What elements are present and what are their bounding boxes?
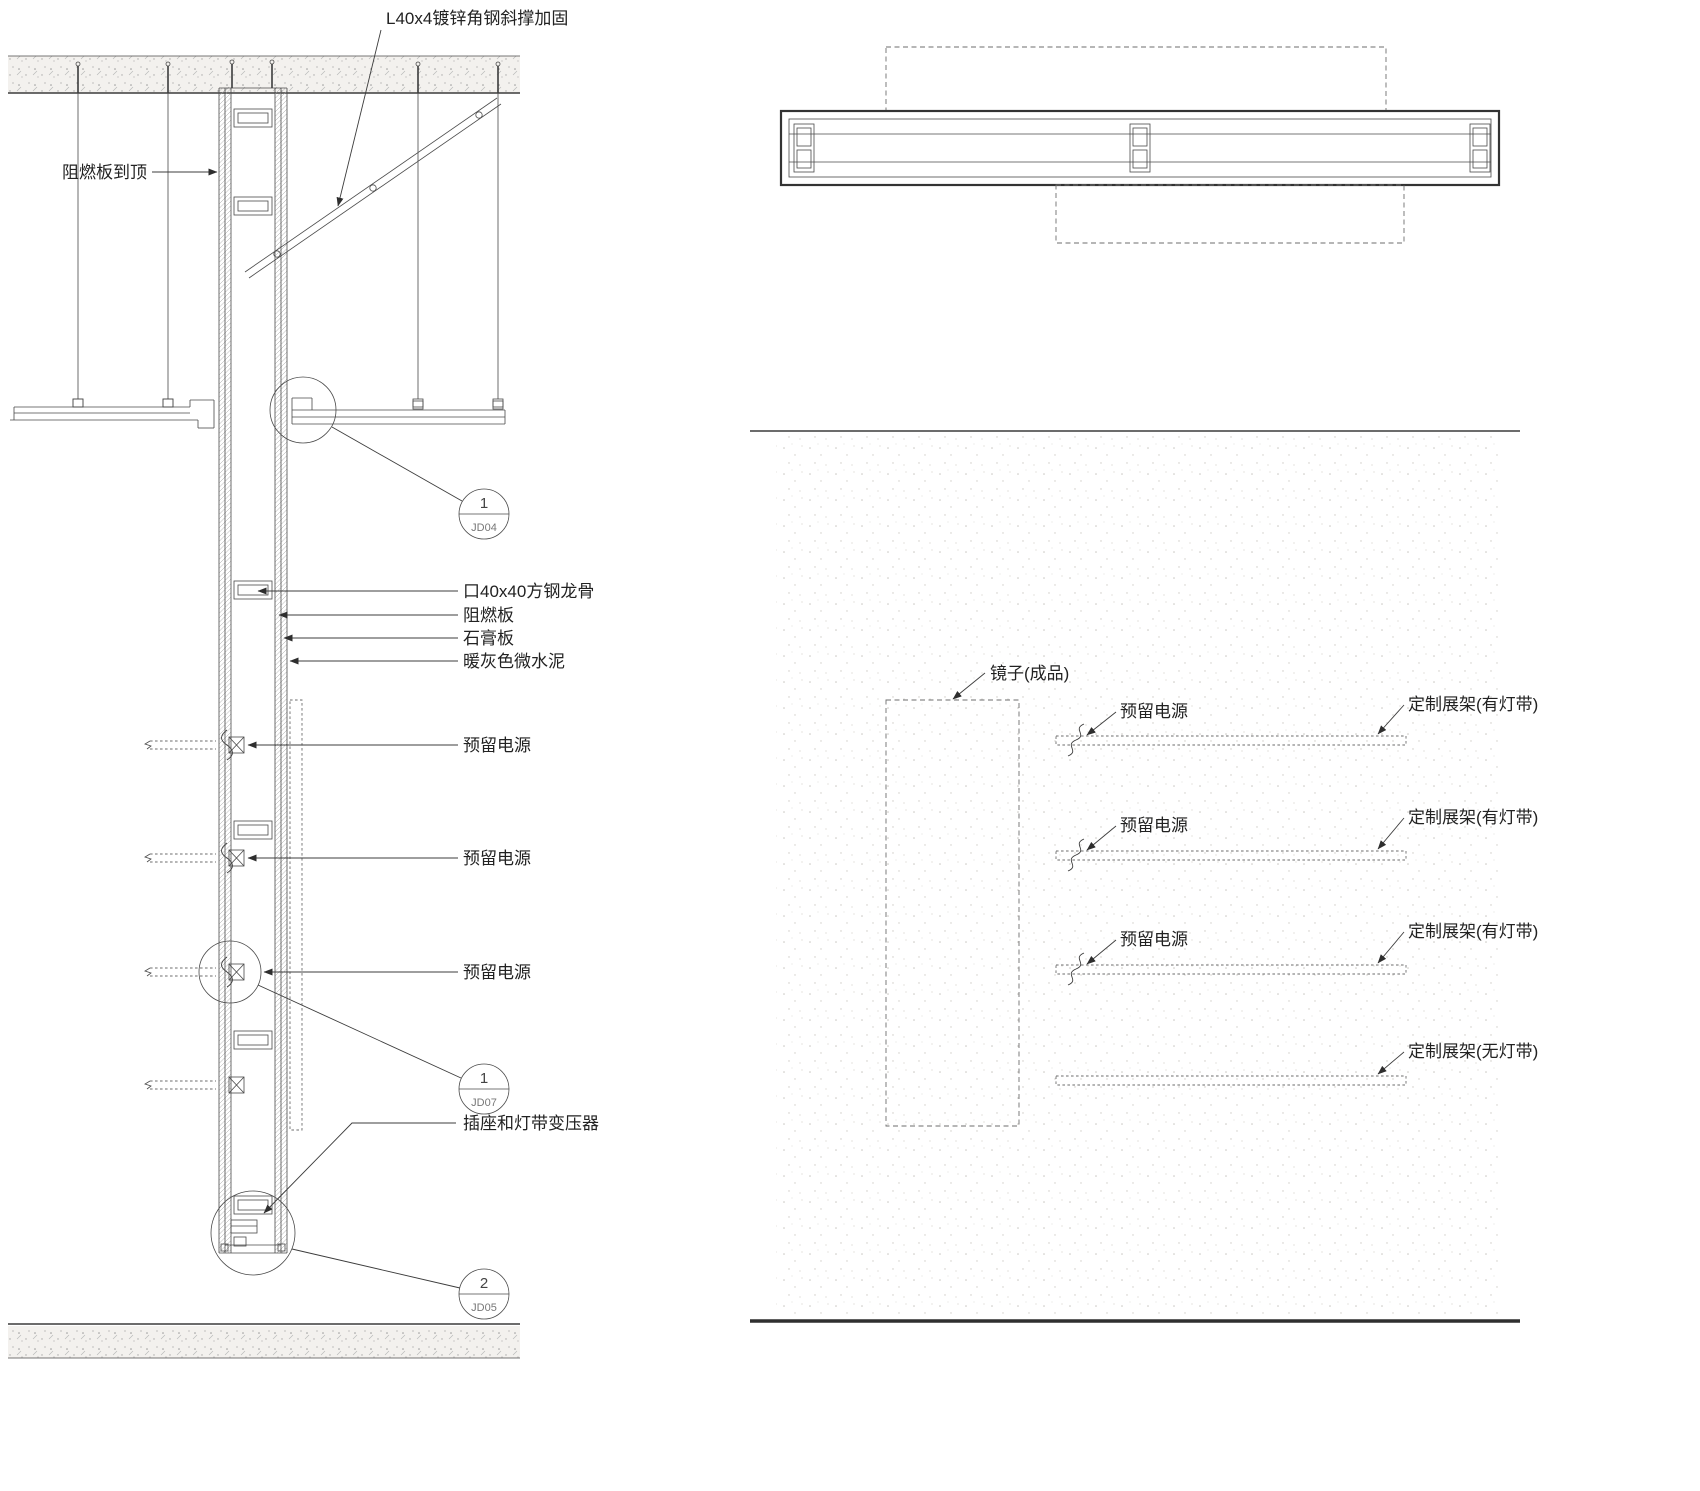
diagonal-brace (244, 97, 502, 279)
wall-face-stipple (776, 433, 1500, 1320)
display-shelf-2 (1055, 838, 1407, 872)
label-shelf-led-1: 定制展架(有灯带) (1408, 695, 1538, 714)
label-shelf-led-2: 定制展架(有灯带) (1408, 808, 1538, 827)
detail-circle-ceiling-joint (269, 376, 463, 502)
detail-callout-jd05: 2 JD05 (458, 1268, 510, 1320)
elevation-labels: 镜子(成品) 预留电源 预留电源 预留电源 定制展架(有灯带) 定制展架(有灯带… (952, 664, 1538, 1075)
section-labels: L40x4镀锌角钢斜撑加固 阻燃板到顶 口40x40方钢龙骨 阻燃板 石膏板 暖… (62, 9, 599, 1214)
display-shelf-1 (1055, 723, 1407, 757)
detail-circle-outlet (198, 940, 462, 1079)
label-power-2: 预留电源 (463, 849, 531, 868)
label-elev-power-3: 预留电源 (1120, 930, 1188, 949)
label-gypsum-board: 石膏板 (463, 628, 514, 648)
plan-view (779, 46, 1501, 244)
section-view: 1 JD04 1 JD07 (8, 9, 599, 1359)
detail-callout-jd07: 1 JD07 (458, 1063, 510, 1115)
elevation-view: 镜子(成品) 预留电源 预留电源 预留电源 定制展架(有灯带) 定制展架(有灯带… (750, 430, 1538, 1323)
plan-wall-outline (779, 109, 1501, 187)
steel-keel-sections (233, 108, 273, 1215)
plan-keel-block-left (793, 123, 815, 173)
label-elev-power-2: 预留电源 (1120, 816, 1188, 835)
callout-jd07-ref: JD07 (471, 1097, 497, 1109)
label-mirror: 镜子(成品) (990, 664, 1069, 683)
label-socket-transformer: 插座和灯带变压器 (463, 1114, 599, 1133)
label-micro-cement: 暖灰色微水泥 (463, 652, 565, 671)
plan-dashed-zone-upper (885, 46, 1387, 112)
label-shelf-led-3: 定制展架(有灯带) (1408, 922, 1538, 941)
label-power-1: 预留电源 (463, 736, 531, 755)
ceiling-slab (8, 55, 520, 94)
label-flame-board: 阻燃板 (463, 606, 514, 625)
label-elev-power-1: 预留电源 (1120, 702, 1188, 721)
display-shelf-3 (1055, 952, 1407, 986)
label-shelf-plain: 定制展架(无灯带) (1408, 1042, 1538, 1061)
mirror-elevation-dashed (885, 699, 1020, 1127)
callout-jd05-ref: JD05 (471, 1302, 497, 1314)
callout-jd04-number: 1 (480, 495, 488, 512)
display-shelf-4 (1055, 1075, 1407, 1086)
label-brace: L40x4镀锌角钢斜撑加固 (386, 9, 568, 28)
floor-slab (8, 1323, 520, 1359)
plan-keel-block-middle (1129, 123, 1151, 173)
wall-bottom-detail (210, 1190, 461, 1289)
plan-dashed-zone-lower (1055, 184, 1405, 244)
suspended-ceiling-right (291, 397, 506, 425)
suspended-ceiling-left (10, 398, 215, 429)
plan-keel-block-right (1469, 123, 1491, 173)
label-power-3: 预留电源 (463, 963, 531, 982)
shelf-stub-4 (144, 1076, 245, 1094)
detail-callout-jd04: 1 JD04 (458, 488, 510, 540)
label-board-to-top: 阻燃板到顶 (62, 163, 147, 182)
mirror-section-dashed (289, 699, 303, 1131)
partition-wall (218, 59, 288, 1254)
callout-jd05-number: 2 (480, 1275, 488, 1292)
callout-jd07-number: 1 (480, 1070, 488, 1087)
callout-jd04-ref: JD04 (471, 522, 497, 534)
label-keel: 口40x40方钢龙骨 (463, 582, 594, 601)
hanger-rods (72, 61, 504, 408)
